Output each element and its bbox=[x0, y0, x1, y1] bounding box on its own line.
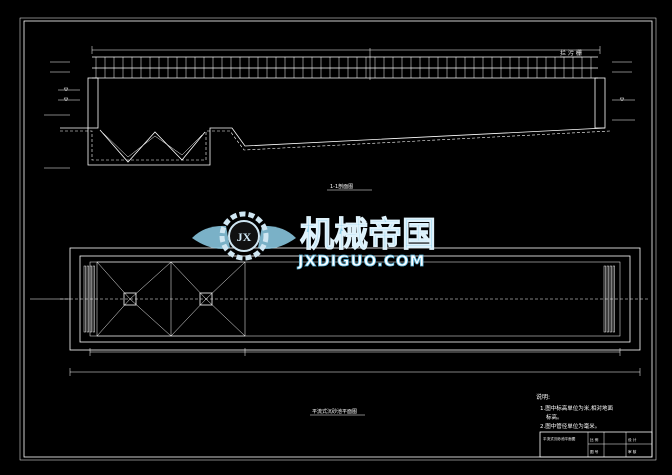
notes-line2: 2.图中管径单位为毫米。 bbox=[540, 422, 600, 430]
plan-rack-right bbox=[603, 265, 615, 333]
drawing-border-inner bbox=[23, 20, 653, 458]
rack-bar bbox=[603, 265, 606, 333]
rack-bar bbox=[83, 265, 86, 333]
plan-hopper-diag-4 bbox=[205, 261, 246, 337]
grating-ticks bbox=[95, 57, 592, 78]
plan-hopper-diag-2 bbox=[129, 261, 172, 337]
plan-title: 平流式沉砂池平面图 bbox=[312, 408, 357, 415]
watermark-en: JXDIGUO.COM bbox=[297, 252, 425, 270]
rack-bar bbox=[92, 265, 95, 333]
section-channel-bottom bbox=[60, 127, 606, 166]
title-block: 平流式沉砂池平面图 比 例 图 号 设 计 审 核 bbox=[539, 431, 653, 458]
drawing-border-outer bbox=[19, 17, 657, 461]
trash-rack-label: 拦 污 栅 bbox=[560, 49, 582, 57]
section-right-markers bbox=[612, 61, 635, 121]
title-block-scale: 比 例 bbox=[590, 437, 599, 442]
watermark-cn: 机械帝国 bbox=[300, 215, 436, 255]
section-ground-line bbox=[60, 130, 611, 161]
title-block-design: 设 计 bbox=[628, 437, 637, 442]
plan-view: 平流式沉砂池平面图 bbox=[30, 247, 650, 416]
notes-heading: 说明: bbox=[536, 393, 550, 401]
rack-bar bbox=[606, 265, 609, 333]
rack-bar bbox=[609, 265, 612, 333]
notes: 说明: 1.图中标高单位为米,相对地面 标高。 2.图中管径单位为毫米。 bbox=[536, 393, 613, 430]
section-right-pier bbox=[594, 77, 606, 129]
section-left-pier bbox=[87, 77, 99, 129]
title-block-name: 平流式沉砂池平面图 bbox=[543, 436, 576, 441]
notes-line1: 1.图中标高单位为米,相对地面 bbox=[540, 404, 613, 412]
watermark-gear-icon bbox=[219, 211, 269, 261]
rack-bar bbox=[612, 265, 615, 333]
section-left-markers bbox=[44, 61, 80, 169]
watermark-wing-right bbox=[258, 225, 296, 249]
section-hopper-inner bbox=[102, 132, 203, 158]
title-block-frame bbox=[539, 431, 653, 458]
plan-sump-right bbox=[199, 292, 213, 306]
section-hopper bbox=[99, 129, 206, 163]
notes-line1b: 标高。 bbox=[546, 413, 563, 421]
rack-bar bbox=[89, 265, 92, 333]
watermark-badge: JX bbox=[237, 230, 252, 244]
title-block-review: 审 核 bbox=[628, 449, 637, 454]
section-title: 1-1剖面图 bbox=[330, 183, 353, 190]
watermark: JX 机械帝国 JXDIGUO.COM bbox=[192, 211, 437, 270]
section-view: 拦 污 栅 1-1剖面图 bbox=[44, 46, 635, 191]
plan-rack-left bbox=[83, 265, 95, 333]
rack-bar bbox=[86, 265, 89, 333]
plan-sump-left bbox=[123, 292, 137, 306]
title-block-drawing-no: 图 号 bbox=[590, 449, 599, 454]
